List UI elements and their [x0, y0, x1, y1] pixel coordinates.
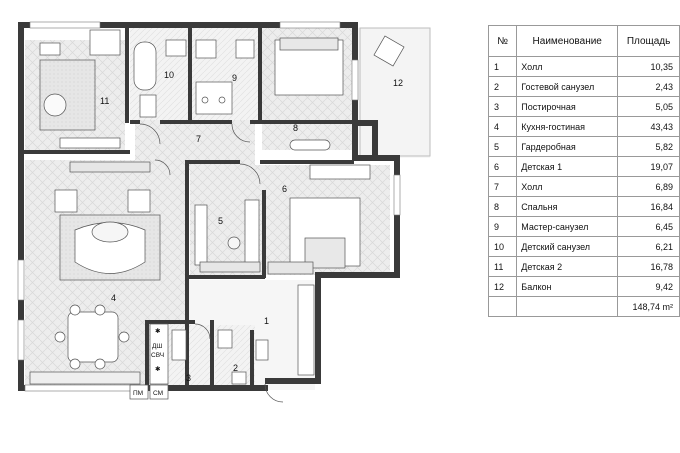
cell-num: 8: [487, 196, 518, 217]
appliance-column: [129, 323, 169, 400]
total-area: 148,74 m²: [617, 296, 680, 317]
cell-area: 43,43: [617, 116, 680, 137]
room-label-7: 7: [196, 134, 201, 144]
star-label-2: ✱: [155, 365, 161, 373]
furniture-room-3-2: [171, 329, 247, 385]
room-label-5: 5: [218, 216, 223, 226]
appliance-labels: ✱ ДШ СВЧ ✱ ПМ СМ: [133, 327, 164, 397]
furniture-room-8: [274, 37, 344, 151]
cell-name: Постирочная: [516, 96, 619, 117]
room-label-8: 8: [293, 123, 298, 133]
table-total-row: 148,74 m²: [487, 296, 680, 317]
pm-label: ПМ: [133, 390, 143, 397]
cell-num: 9: [487, 216, 518, 237]
balcony: [359, 27, 431, 157]
cell-num: 6: [487, 156, 518, 177]
furniture-room-1: [255, 284, 315, 376]
cell-name: Детский санузел: [516, 236, 619, 257]
cell-name: Холл: [516, 56, 619, 77]
furniture-room-9: [195, 39, 255, 115]
cell-num: 12: [487, 276, 518, 297]
furniture-room-6: [267, 164, 371, 275]
windows: [17, 21, 401, 392]
cell-area: 16,78: [617, 256, 680, 277]
sm-label: СМ: [153, 390, 163, 397]
furniture-room-4: [29, 161, 161, 385]
room-label-12: 12: [393, 78, 403, 88]
star-label-1: ✱: [155, 327, 161, 335]
cell-num: 7: [487, 176, 518, 197]
cell-name: Детская 1: [516, 156, 619, 177]
cell-area: 2,43: [617, 76, 680, 97]
cell-area: 19,07: [617, 156, 680, 177]
cell-num: 10: [487, 236, 518, 257]
cell-area: 10,35: [617, 56, 680, 77]
cell-name: Детская 2: [516, 256, 619, 277]
col-area-header: Площадь: [617, 25, 680, 57]
cell-num: 11: [487, 256, 518, 277]
furniture-room-11: [39, 29, 121, 149]
room-label-1: 1: [264, 316, 269, 326]
room-label-6: 6: [282, 184, 287, 194]
room-labels: 1 2 3 4 5 6 7 8 9 10 11 12: [100, 70, 403, 383]
cell-area: 9,42: [617, 276, 680, 297]
cell-num: 5: [487, 136, 518, 157]
cell-area: 5,82: [617, 136, 680, 157]
cell-area: 6,21: [617, 236, 680, 257]
cell-area: 5,05: [617, 96, 680, 117]
cell-name: Гардеробная: [516, 136, 619, 157]
room-label-10: 10: [164, 70, 174, 80]
cell-name: Мастер-санузел: [516, 216, 619, 237]
furniture-room-5: [194, 199, 261, 273]
dsh-label: ДШ: [152, 343, 162, 350]
col-name-header: Наименование: [516, 25, 619, 57]
cell-num: 2: [487, 76, 518, 97]
cell-name: Гостевой санузел: [516, 76, 619, 97]
doors: [139, 123, 284, 403]
cell-name: Балкон: [516, 276, 619, 297]
room-label-2: 2: [233, 363, 238, 373]
room-label-9: 9: [232, 73, 237, 83]
table-header-row: № Наименование Площадь: [487, 25, 680, 57]
cell-name: Кухня-гостиная: [516, 116, 619, 137]
cell-name: Холл: [516, 176, 619, 197]
cell-num: 1: [487, 56, 518, 77]
furniture-room-10: [133, 39, 187, 118]
cell-name: Спальня: [516, 196, 619, 217]
floor-plan: ✱ ДШ СВЧ ✱ ПМ СМ 1 2 3 4 5 6 7 8 9 10 11: [17, 21, 431, 403]
room-label-3: 3: [186, 373, 191, 383]
cell-area: 6,45: [617, 216, 680, 237]
room-label-4: 4: [111, 293, 116, 303]
cell-area: 6,89: [617, 176, 680, 197]
cell-num: 3: [487, 96, 518, 117]
cell-area: 16,84: [617, 196, 680, 217]
col-num-header: №: [487, 25, 518, 57]
furniture-room-12: [373, 35, 405, 67]
room-label-11: 11: [100, 96, 109, 106]
svch-label: СВЧ: [151, 352, 164, 359]
cell-num: 4: [487, 116, 518, 137]
